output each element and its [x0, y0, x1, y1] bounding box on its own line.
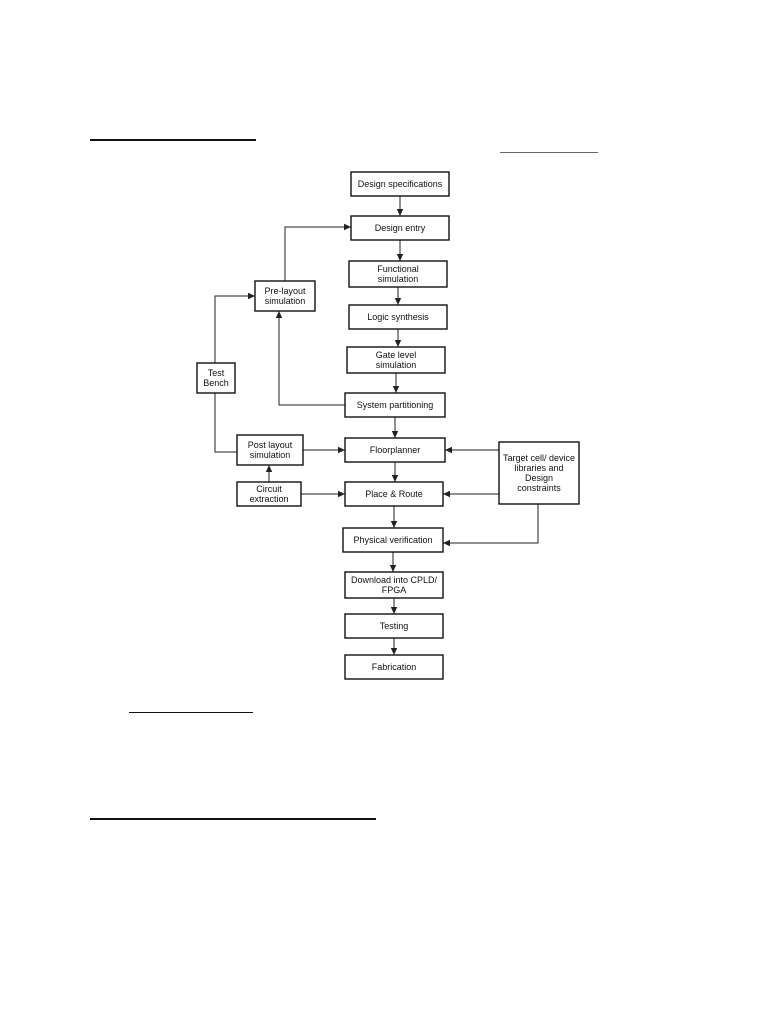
- node-label-line: Test: [208, 368, 225, 378]
- node-label-line: Functional: [377, 264, 419, 274]
- node-label-line: Circuit: [256, 484, 282, 494]
- edge-bench-to-postlayout: [214, 393, 237, 453]
- node-label-line: constraints: [517, 483, 561, 493]
- node-test-bench: Test Bench: [196, 362, 236, 394]
- node-fabrication: Fabrication: [344, 654, 444, 680]
- node-label-line: FPGA: [382, 585, 407, 595]
- node-physical-verification: Physical verification: [342, 527, 444, 553]
- node-label-line: Download into CPLD/: [351, 575, 438, 585]
- node-place-and-route: Place & Route: [344, 481, 444, 507]
- node-gate-level-simulation: Gate level simulation: [346, 346, 446, 374]
- node-label-line: simulation: [376, 360, 417, 370]
- node-post-layout-simulation: Post layout simulation: [236, 434, 304, 466]
- node-logic-synthesis: Logic synthesis: [348, 304, 448, 330]
- scan-edge-mark: [500, 152, 598, 153]
- node-system-partitioning: System partitioning: [344, 392, 446, 418]
- edge-partitioning-to-prelayout: [275, 311, 345, 406]
- node-floorplanner: Floorplanner: [344, 437, 446, 463]
- node-label-line: Logic synthesis: [367, 312, 429, 322]
- node-target-cell-libraries-design-constraints: Target cell/ device libraries and Design…: [498, 441, 580, 505]
- node-design-entry: Design entry: [350, 215, 450, 241]
- node-label-line: simulation: [265, 296, 306, 306]
- node-label-line: Design specifications: [358, 179, 443, 189]
- node-functional-simulation: Functional simulation: [348, 260, 448, 288]
- node-label-line: Pre-layout: [264, 286, 306, 296]
- node-label-line: simulation: [378, 274, 419, 284]
- node-label-line: simulation: [250, 450, 291, 460]
- node-label-line: Target cell/ device: [503, 453, 575, 463]
- heading-underline-top: [90, 139, 256, 141]
- node-pre-layout-simulation: Pre-layout simulation: [254, 280, 316, 312]
- node-testing: Testing: [344, 613, 444, 639]
- edge-target-to-physical: [443, 504, 539, 547]
- node-label-line: Post layout: [248, 440, 293, 450]
- node-label-line: Gate level: [376, 350, 417, 360]
- edge-prelayout-to-entry: [284, 223, 351, 281]
- node-circuit-extraction: Circuit extraction: [236, 481, 302, 507]
- node-label-line: libraries and: [514, 463, 563, 473]
- node-label-line: Place & Route: [365, 489, 423, 499]
- node-design-specifications: Design specifications: [350, 171, 450, 197]
- node-label-line: extraction: [249, 494, 288, 504]
- node-label-line: Bench: [203, 378, 229, 388]
- node-download-into-cpld-fpga: Download into CPLD/ FPGA: [344, 571, 444, 599]
- node-label-line: Fabrication: [372, 662, 417, 672]
- heading-underline-bottom: [90, 818, 376, 820]
- node-label-line: Design entry: [375, 223, 426, 233]
- node-label-line: Physical verification: [353, 535, 432, 545]
- heading-underline-middle: [129, 712, 253, 713]
- node-label-line: Design: [525, 473, 553, 483]
- node-label-line: Floorplanner: [370, 445, 421, 455]
- edge-bench-to-prelayout: [214, 292, 255, 363]
- node-label-line: System partitioning: [357, 400, 434, 410]
- node-label-line: Testing: [380, 621, 409, 631]
